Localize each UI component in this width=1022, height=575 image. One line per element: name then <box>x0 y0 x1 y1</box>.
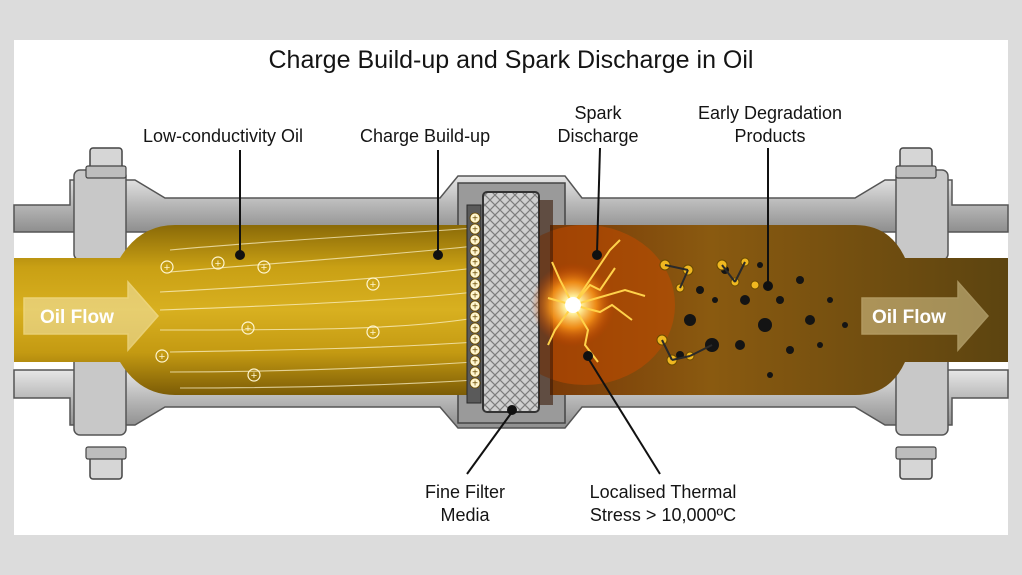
svg-text:+: + <box>472 258 478 269</box>
svg-text:+: + <box>472 225 478 236</box>
charge-marker: + <box>257 260 271 274</box>
svg-text:+: + <box>370 327 376 339</box>
svg-text:+: + <box>159 351 165 363</box>
svg-text:+: + <box>472 269 478 280</box>
oil-flow-in-arrow: Oil Flow <box>23 280 160 352</box>
charge-marker: + <box>247 368 261 382</box>
charge-build-up-label: Charge Build-up <box>360 126 491 146</box>
charge-marker: + <box>469 355 481 368</box>
svg-text:+: + <box>215 258 221 270</box>
svg-text:+: + <box>261 262 267 274</box>
svg-text:+: + <box>472 214 478 225</box>
oil-flow-in-label: Oil Flow <box>40 307 114 328</box>
charge-marker: + <box>469 256 481 269</box>
charge-marker: + <box>211 256 225 270</box>
spark-discharge-label: Spark Discharge <box>557 103 639 146</box>
positive-charge-markers: + + + + + + + <box>155 256 380 382</box>
degradation-products-label: Early Degradation Products <box>697 103 843 146</box>
fine-filter-media-label: Fine Filter Media <box>424 482 505 525</box>
charge-marker: + <box>469 322 481 335</box>
charge-marker: + <box>469 289 481 302</box>
diagram-title: Charge Build-up and Spark Discharge in O… <box>268 46 754 74</box>
oil-flow-out-arrow: Oil Flow <box>861 280 990 352</box>
bolt-icon <box>895 446 937 480</box>
leader-lines <box>235 147 773 475</box>
charge-marker: + <box>469 333 481 346</box>
svg-text:+: + <box>370 279 376 291</box>
svg-text:+: + <box>472 291 478 302</box>
charge-marker: + <box>155 349 169 363</box>
thermal-stress-label: Localised Thermal Stress > 10,000ºC <box>589 482 737 525</box>
filter-charge-column: ++++++++++++++++ <box>469 212 481 390</box>
svg-text:+: + <box>472 236 478 247</box>
svg-text:+: + <box>472 357 478 368</box>
charge-marker: + <box>469 344 481 357</box>
low-conductivity-oil-label: Low-conductivity Oil <box>143 126 304 146</box>
charge-marker: + <box>366 325 380 339</box>
charge-marker: + <box>469 245 481 258</box>
svg-text:+: + <box>472 302 478 313</box>
charge-marker: + <box>469 311 481 324</box>
charge-marker: + <box>241 321 255 335</box>
svg-text:+: + <box>251 370 257 382</box>
bolt-icon <box>85 446 127 480</box>
svg-text:+: + <box>245 323 251 335</box>
charge-marker: + <box>469 267 481 280</box>
degradation-particles <box>656 257 848 378</box>
charge-marker: + <box>469 234 481 247</box>
svg-text:+: + <box>472 324 478 335</box>
svg-text:+: + <box>472 247 478 258</box>
svg-text:+: + <box>472 379 478 390</box>
svg-text:+: + <box>472 346 478 357</box>
oil-flow-out-label: Oil Flow <box>872 307 946 328</box>
charge-marker: + <box>469 366 481 379</box>
svg-text:+: + <box>472 368 478 379</box>
svg-text:+: + <box>472 280 478 291</box>
charge-marker: + <box>366 277 380 291</box>
charge-marker: + <box>469 278 481 291</box>
charge-marker: + <box>469 212 481 225</box>
bolt-icon <box>895 147 937 179</box>
charge-marker: + <box>469 223 481 236</box>
charge-marker: + <box>469 300 481 313</box>
charge-marker: + <box>469 377 481 390</box>
svg-text:+: + <box>472 313 478 324</box>
bolt-icon <box>85 147 127 179</box>
svg-text:+: + <box>164 262 170 274</box>
svg-text:+: + <box>472 335 478 346</box>
charge-marker: + <box>160 260 174 274</box>
